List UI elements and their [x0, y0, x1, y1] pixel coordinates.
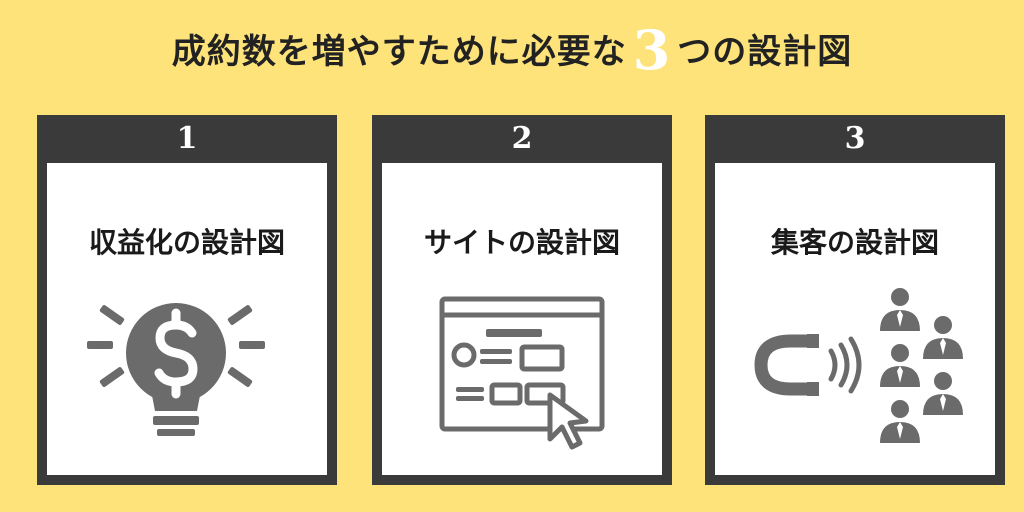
card-number: 3 — [844, 121, 866, 156]
website-cursor-icon — [439, 296, 605, 450]
card-panel: 収益化の設計図 — [47, 163, 327, 475]
card-label: 集客の設計図 — [770, 226, 939, 259]
title-text-before: 成約数を増やすために必要な — [171, 32, 627, 72]
title-number: 3 — [632, 18, 672, 82]
card-acquisition: 3 集客の設計図 — [705, 115, 1005, 485]
lightbulb-dollar-icon — [87, 303, 265, 436]
card-number: 1 — [176, 121, 198, 156]
magnet-people-icon — [754, 288, 963, 443]
title-text-after: つの設計図 — [677, 32, 853, 72]
card-panel: サイトの設計図 — [382, 163, 662, 475]
card-panel: 集客の設計図 — [715, 163, 995, 475]
card-site: 2 サイトの設計図 — [372, 115, 672, 485]
card-number: 2 — [511, 121, 533, 156]
card-label: サイトの設計図 — [423, 226, 620, 259]
card-monetization: 1 収益化の設計図 — [37, 115, 337, 485]
card-label: 収益化の設計図 — [88, 226, 285, 259]
